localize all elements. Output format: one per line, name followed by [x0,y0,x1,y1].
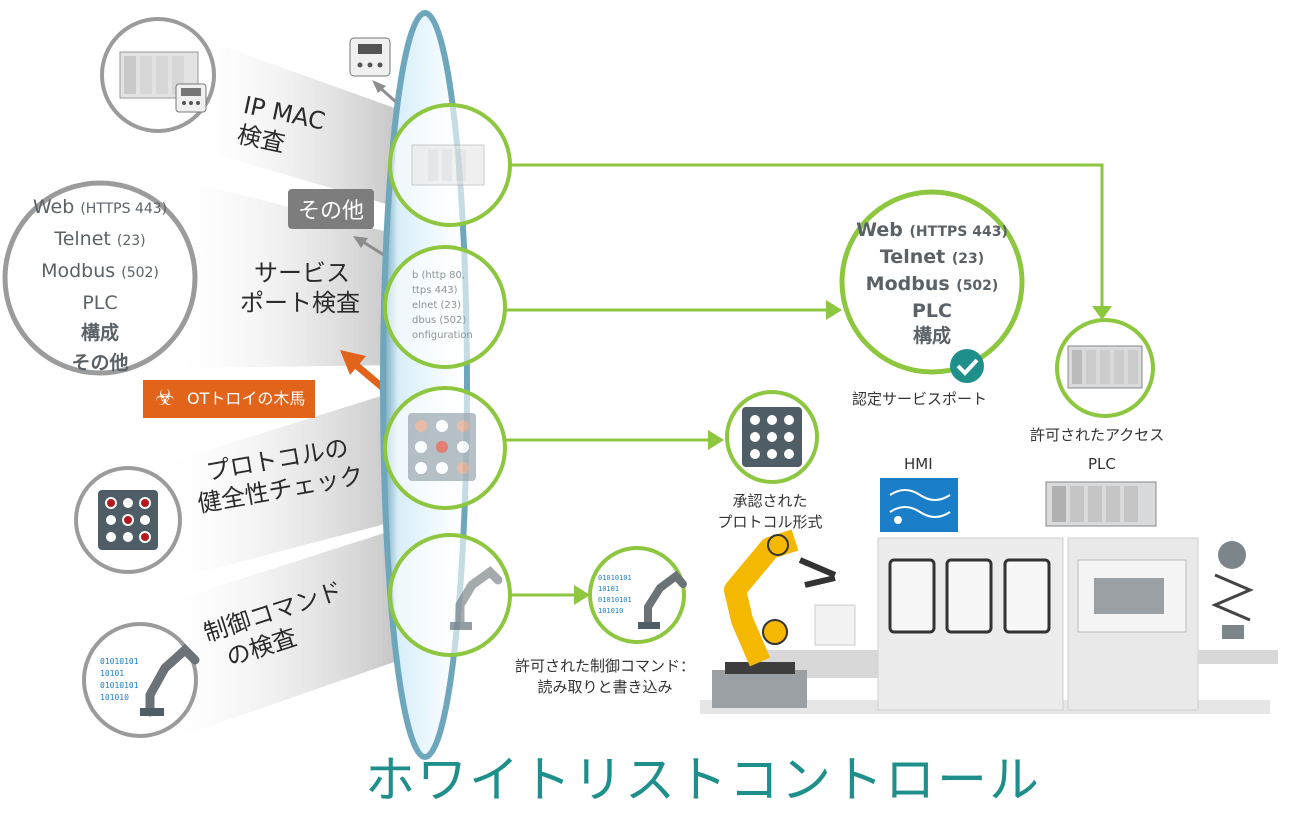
plc-rack-icon [1067,345,1143,389]
plc-device-icon [119,51,199,99]
protocol-grid-icon [98,490,158,550]
label-service-port: サービス ポート検査 [240,259,360,317]
binary-left: 01010101 10101 01010101 101010 [100,657,139,702]
lens-ring-2 [383,245,507,369]
hmi-screen-icon [880,478,958,532]
lens-port-list: b (http 80, ttps 443) elnet (23) dbus (5… [412,270,473,341]
check-icon [950,349,984,383]
caption-allowed-command: 許可された制御コマンド： 読み取りと書き込み [514,657,695,696]
page-title: ホワイトリストコントロール [365,751,1041,809]
path-allowed-access [510,163,1104,312]
service-port-circle [2,180,198,376]
caption-approved-protocol: 承認された プロトコル形式 [717,492,823,531]
caption-certified-port: 認定サービスポート [852,390,988,408]
hmi-device-icon [349,37,391,77]
beam-ip-mac [200,38,400,208]
production-line [700,481,1278,714]
other-badge: その他 [288,189,375,229]
biohazard-icon: ☣ [155,386,175,411]
approved-service-list: Web (HTTPS 443) Telnet (23) Modbus (502)… [856,219,1008,347]
allowed-command-ring [588,546,686,644]
caption-plc: PLC [1088,455,1116,473]
beam-protocol [170,390,400,580]
command-circle [82,622,198,738]
caption-hmi: HMI [904,455,933,473]
service-port-list: Web (HTTPS 443) Telnet (23) Modbus (502)… [32,196,168,374]
caption-allowed-access: 許可されたアクセス [1030,426,1165,444]
binary-small: 01010101 10101 01010101 101010 [598,574,632,615]
lens-robot-icon [450,566,503,630]
approved-service-ring [839,189,1025,375]
robot-arm-icon [140,643,200,717]
lens-protocol-icon [408,413,476,481]
allowed-robot-icon [638,570,687,629]
approved-protocol-icon [742,407,802,467]
hmi-panel-icon [175,83,207,113]
beam-command [170,528,400,740]
yellow-robot-icon [712,529,837,708]
lens-ring-4 [388,533,512,657]
ot-trojan-badge: ☣ OTトロイの木馬 [143,380,316,418]
